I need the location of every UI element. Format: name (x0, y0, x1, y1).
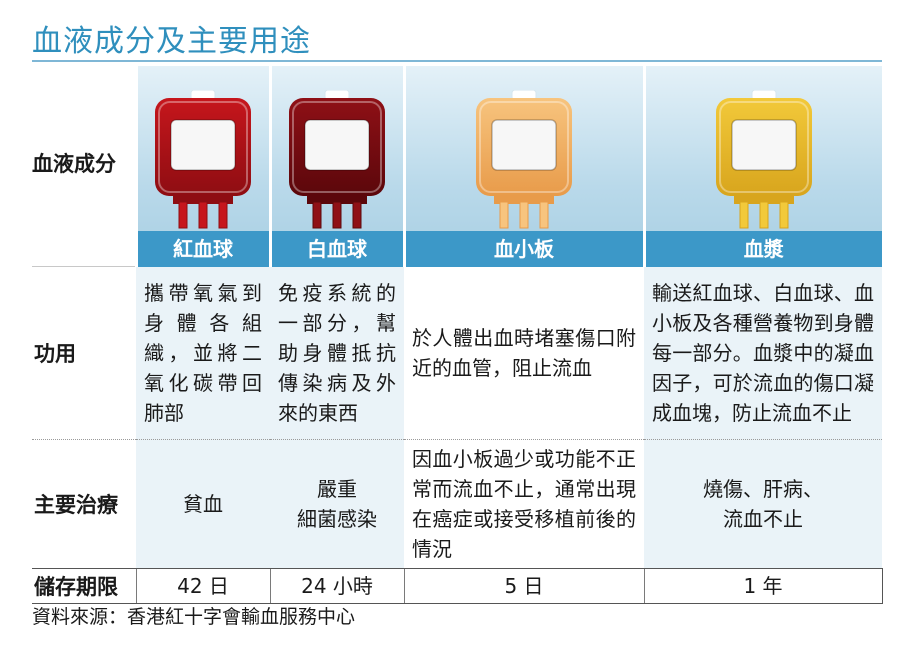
bag-tube (519, 201, 529, 229)
row-label-treatment: 主要治療 (32, 439, 136, 569)
page-title: 血液成分及主要用途 (32, 24, 311, 59)
blood-components-table: 血液成分 紅血球 白血球 血小板 血漿 功用 攜帶氧氣到身體各組織，並將二氧化碳… (32, 66, 883, 604)
function-text: 攜帶氧氣到身體各組織，並將二氧化碳帶回肺部 (144, 280, 262, 425)
component-header: 紅血球 (134, 66, 270, 267)
row-label-function: 功用 (32, 266, 136, 440)
treatment-text: 燒傷、肝病、 流血不止 (703, 477, 823, 531)
blood-bag-icon (715, 90, 812, 229)
bag-label-window (491, 119, 557, 171)
function-cell: 免疫系統的一部分，幫助身體抵抗傳染病及外來的東西 (270, 266, 404, 440)
function-text: 於人體出血時堵塞傷口附近的血管，阻止流血 (412, 325, 636, 380)
bag-tube (178, 201, 188, 229)
treatment-cell: 嚴重 細菌感染 (270, 439, 404, 569)
bag-label-window (731, 119, 797, 171)
bag-highlight (292, 101, 382, 193)
function-cell: 輸送紅血球、白血球、血小板及各種營養物到身體每一部分。血漿中的凝血因子，可於流血… (644, 266, 882, 440)
bag-highlight (718, 101, 809, 193)
row-label-storage: 儲存期限 (32, 568, 136, 604)
bag-tube (198, 201, 208, 229)
treatment-row: 主要治療 貧血 嚴重 細菌感染 因血小板過少或功能不正常而流血不止，通常出現在癌… (32, 439, 882, 569)
function-row: 功用 攜帶氧氣到身體各組織，並將二氧化碳帶回肺部 免疫系統的一部分，幫助身體抵抗… (32, 266, 882, 440)
component-header: 血漿 (642, 66, 882, 267)
storage-row: 儲存期限 42 日 24 小時 5 日 1 年 (32, 568, 883, 604)
storage-cell: 24 小時 (269, 568, 404, 604)
treatment-cell: 燒傷、肝病、 流血不止 (644, 439, 882, 569)
function-text: 免疫系統的一部分，幫助身體抵抗傳染病及外來的東西 (278, 280, 396, 425)
treatment-cell: 因血小板過少或功能不正常而流血不止，通常出現在癌症或接受移植前後的情況 (404, 439, 644, 569)
storage-cell: 5 日 (403, 568, 644, 604)
bag-tube (779, 201, 789, 229)
bag-connector (494, 196, 554, 204)
bag-connector (733, 196, 794, 204)
treatment-text: 嚴重 細菌感染 (297, 477, 377, 531)
blood-bag-icon (155, 90, 251, 229)
component-name: 紅血球 (137, 230, 269, 267)
bag-connector (307, 196, 367, 204)
bag-highlight (479, 101, 569, 193)
function-text: 輸送紅血球、白血球、血小板及各種營養物到身體每一部分。血漿中的凝血因子，可於流血… (652, 280, 874, 425)
bag-tube (759, 201, 769, 229)
source-note: 資料來源：香港紅十字會輸血服務中心 (32, 606, 356, 628)
blood-bag-icon (476, 90, 572, 229)
header-row: 血液成分 紅血球 白血球 血小板 血漿 (32, 66, 882, 267)
bag-highlight (158, 101, 248, 193)
bag-label-window (304, 119, 370, 171)
blood-bag-icon (289, 90, 385, 229)
component-header: 白血球 (268, 66, 404, 267)
component-name: 白血球 (271, 230, 403, 267)
bag-tube (352, 201, 362, 229)
treatment-cell: 貧血 (136, 439, 270, 569)
bag-connector (173, 196, 233, 204)
row-label-components: 血液成分 (32, 66, 136, 267)
treatment-text: 因血小板過少或功能不正常而流血不止，通常出現在癌症或接受移植前後的情況 (412, 447, 636, 561)
storage-cell: 42 日 (135, 568, 270, 604)
bag-tube (539, 201, 549, 229)
bag-tube (218, 201, 228, 229)
bag-tube (739, 201, 749, 229)
component-name: 血漿 (645, 230, 882, 267)
title-divider (32, 60, 882, 62)
bag-label-window (170, 119, 236, 171)
component-name: 血小板 (405, 230, 643, 267)
treatment-text: 貧血 (183, 492, 223, 516)
function-cell: 攜帶氧氣到身體各組織，並將二氧化碳帶回肺部 (136, 266, 270, 440)
bag-tube (332, 201, 342, 229)
bag-tube (499, 201, 509, 229)
storage-cell: 1 年 (643, 568, 883, 604)
bag-tube (312, 201, 322, 229)
function-cell: 於人體出血時堵塞傷口附近的血管，阻止流血 (404, 266, 644, 440)
component-header: 血小板 (402, 66, 644, 267)
